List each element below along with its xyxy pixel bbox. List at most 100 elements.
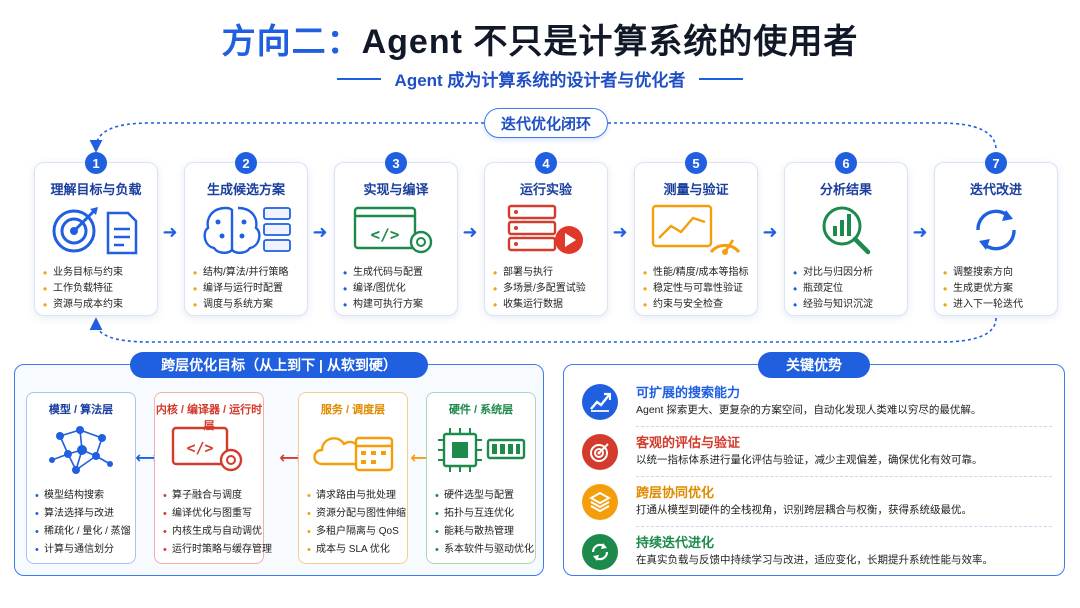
arrow-right-icon: ➜ bbox=[162, 222, 178, 242]
brain-stack-icon bbox=[185, 201, 307, 259]
step-bullet: 资源与成本约束 bbox=[43, 297, 153, 313]
layers-icon bbox=[582, 484, 618, 520]
layer-bullet: 拓扑与互连优化 bbox=[435, 505, 533, 523]
step-bullet: 瓶颈定位 bbox=[793, 281, 903, 297]
cloud-calendar-icon bbox=[299, 421, 407, 479]
step-bullet: 生成更优方案 bbox=[943, 281, 1053, 297]
double-arrow-icon: ⟷ bbox=[279, 450, 303, 467]
step-title: 理解目标与负载 bbox=[50, 182, 142, 197]
advantage-title: 跨层协同优化 bbox=[636, 485, 715, 500]
step-bullet: 业务目标与约束 bbox=[43, 265, 153, 281]
step-title: 迭代改进 bbox=[969, 182, 1022, 197]
layer-service: 服务 / 调度层 请求路由与批处理 资源分配与图性伸缩 多租户隔离与 QoS 成… bbox=[298, 392, 408, 564]
subtitle-row: Agent 成为计算系统的设计者与优化者 bbox=[0, 66, 1080, 91]
step-bullet: 工作负载特征 bbox=[43, 281, 153, 297]
step-4: 4 运行实验 部署与执行 多场景/多配置试验 收集运行数据 bbox=[484, 152, 608, 316]
step-bullet: 约束与安全检查 bbox=[643, 297, 753, 313]
step-bullet: 结构/算法/并行策略 bbox=[193, 265, 303, 281]
subtitle-line-left bbox=[336, 77, 381, 80]
advantage-desc: 以统一指标体系进行量化评估与验证，减少主观偏差，确保优化有效可靠。 bbox=[636, 454, 983, 466]
arrow-right-icon: ➜ bbox=[312, 222, 328, 242]
step-number: 4 bbox=[535, 152, 557, 174]
step-bullet: 进入下一轮迭代 bbox=[943, 297, 1053, 313]
step-bullet: 构建可执行方案 bbox=[343, 297, 453, 313]
chip-memory-icon bbox=[427, 421, 535, 479]
step-bullet: 部署与执行 bbox=[493, 265, 603, 281]
step-5: 5 测量与验证 性能/精度/成本等指标 稳定性与可靠性验证 约束与安全检查 bbox=[634, 152, 758, 316]
arrow-right-icon: ➜ bbox=[762, 222, 778, 242]
layer-bullet: 请求路由与批处理 bbox=[307, 487, 405, 505]
step-1: 1 理解目标与负载 业务目标与约束 工作负载特征 资源与成本约束 bbox=[34, 152, 158, 316]
arrow-right-icon: ➜ bbox=[912, 222, 928, 242]
svg-text:</>: </> bbox=[371, 225, 400, 244]
chart-gauge-icon bbox=[635, 201, 757, 259]
layer-bullet: 模型结构搜索 bbox=[35, 487, 133, 505]
step-3: 3 实现与编译 </> 生成代码与配置 编译/图优化 构建可执行方案 bbox=[334, 152, 458, 316]
step-6: 6 分析结果 对比与归因分析 瓶颈定位 经验与知识沉淀 bbox=[784, 152, 908, 316]
advantage-title: 持续迭代进化 bbox=[636, 535, 715, 550]
layer-bullet: 成本与 SLA 优化 bbox=[307, 541, 405, 559]
step-bullet: 编译与运行时配置 bbox=[193, 281, 303, 297]
step-number: 1 bbox=[85, 152, 107, 174]
layer-title: 模型 / 算法层 bbox=[48, 404, 114, 416]
arrow-right-icon: ➜ bbox=[612, 222, 628, 242]
step-bullet: 对比与归因分析 bbox=[793, 265, 903, 281]
layer-bullet: 算法选择与改进 bbox=[35, 505, 133, 523]
loop-label: 迭代优化闭环 bbox=[484, 108, 608, 138]
advantage-desc: 打通从模型到硬件的全栈视角，识别跨层耦合与权衡，获得系统级最优。 bbox=[636, 504, 972, 516]
layer-kernel: 内核 / 编译器 / 运行时层 </> 算子融合与调度 编译优化与图重写 内核生… bbox=[154, 392, 272, 564]
step-title: 测量与验证 bbox=[663, 182, 729, 197]
layer-bullet: 硬件选型与配置 bbox=[435, 487, 533, 505]
layer-bullet: 计算与通信划分 bbox=[35, 541, 133, 559]
step-bullet: 收集运行数据 bbox=[493, 297, 603, 313]
step-number: 2 bbox=[235, 152, 257, 174]
server-play-icon bbox=[485, 201, 607, 259]
advantage-item: 持续迭代进化 在真实负载与反馈中持续学习与改进，适应变化，长期提升系统性能与效率… bbox=[582, 532, 1052, 578]
title-main: Agent 不只是计算系统的使用者 bbox=[361, 23, 859, 61]
layer-bullet: 稀疏化 / 量化 / 蒸馏 bbox=[35, 523, 133, 541]
step-title: 运行实验 bbox=[519, 182, 572, 197]
advantages-header: 关键优势 bbox=[758, 352, 870, 378]
page-title: 方向二：Agent 不只是计算系统的使用者 bbox=[0, 14, 1080, 63]
subtitle: Agent 成为计算系统的设计者与优化者 bbox=[394, 71, 686, 90]
step-2: 2 生成候选方案 结构/算法/并行策略 编译与运行时配置 调度与系统方案 bbox=[184, 152, 308, 316]
refresh-icon bbox=[582, 534, 618, 570]
step-title: 实现与编译 bbox=[363, 182, 429, 197]
layer-model: 模型 / 算法层 模型结构搜索 算法选择与改进 稀疏化 / 量化 / 蒸馏 计算… bbox=[26, 392, 136, 564]
advantage-desc: Agent 探索更大、更复杂的方案空间，自动化发现人类难以穷尽的最优解。 bbox=[636, 404, 982, 416]
advantage-item: 可扩展的搜索能力 Agent 探索更大、更复杂的方案空间，自动化发现人类难以穷尽… bbox=[582, 382, 1052, 428]
advantage-desc: 在真实负载与反馈中持续学习与改进，适应变化，长期提升系统性能与效率。 bbox=[636, 554, 993, 566]
layer-bullet: 资源分配与图性伸缩 bbox=[307, 505, 406, 523]
layer-bullet: 内核生成与自动调优 bbox=[163, 523, 262, 541]
loop-arc-top-left bbox=[89, 122, 484, 153]
step-number: 7 bbox=[985, 152, 1007, 174]
cross-layer-title: 跨层优化目标（从上到下 | 从软到硬） bbox=[130, 352, 428, 378]
step-number: 3 bbox=[385, 152, 407, 174]
code-gear-icon: </> bbox=[155, 421, 263, 479]
advantage-item: 客观的评估与验证 以统一指标体系进行量化评估与验证，减少主观偏差，确保优化有效可… bbox=[582, 432, 1052, 478]
layer-bullet: 运行时策略与缓存管理 bbox=[163, 541, 272, 559]
step-7: 7 迭代改进 调整搜索方向 生成更优方案 进入下一轮迭代 bbox=[934, 152, 1058, 316]
step-bullet: 经验与知识沉淀 bbox=[793, 297, 903, 313]
svg-text:</>: </> bbox=[186, 439, 213, 457]
step-bullet: 生成代码与配置 bbox=[343, 265, 453, 281]
step-bullet: 稳定性与可靠性验证 bbox=[643, 281, 753, 297]
title-prefix: 方向二： bbox=[221, 23, 362, 61]
step-bullet: 多场景/多配置试验 bbox=[493, 281, 603, 297]
step-bullet: 调整搜索方向 bbox=[943, 265, 1053, 281]
code-gear-icon: </> bbox=[335, 201, 457, 259]
target-icon bbox=[582, 434, 618, 470]
layer-title: 服务 / 调度层 bbox=[320, 404, 386, 416]
layer-title: 内核 / 编译器 / 运行时层 bbox=[155, 404, 263, 432]
target-document-icon bbox=[35, 201, 157, 259]
layer-bullet: 能耗与散热管理 bbox=[435, 523, 533, 541]
divider bbox=[636, 426, 1052, 427]
advantage-item: 跨层协同优化 打通从模型到硬件的全栈视角，识别跨层耦合与权衡，获得系统级最优。 bbox=[582, 482, 1052, 528]
advantage-title: 可扩展的搜索能力 bbox=[636, 385, 741, 400]
step-bullet: 性能/精度/成本等指标 bbox=[643, 265, 753, 281]
arrow-right-icon: ➜ bbox=[462, 222, 478, 242]
loop-arc-top-right bbox=[608, 122, 997, 151]
layer-bullet: 系本软件与驱动优化 bbox=[435, 541, 534, 559]
advantage-title: 客观的评估与验证 bbox=[636, 435, 741, 450]
